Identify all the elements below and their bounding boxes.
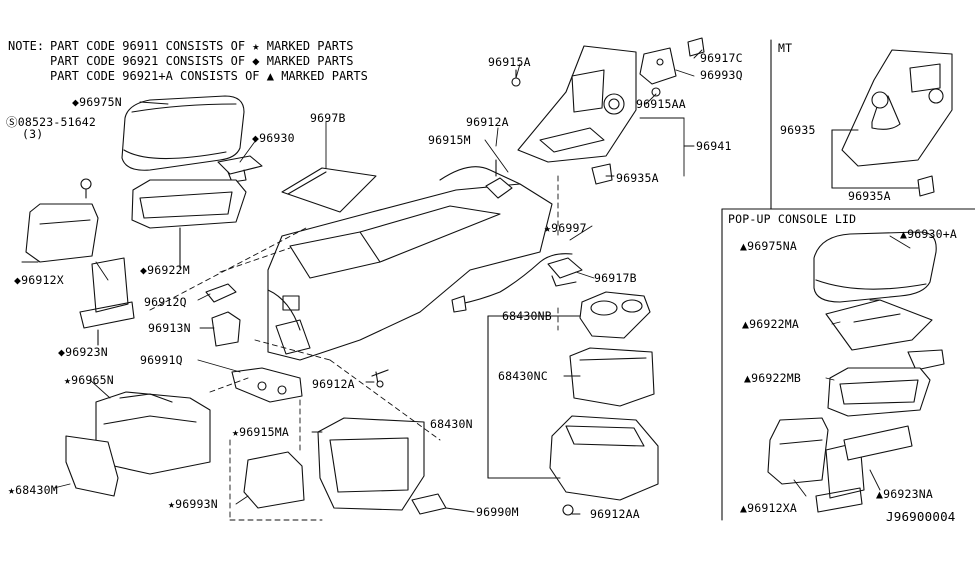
lid-bracket-part xyxy=(21,203,99,263)
side-bracket-part xyxy=(243,451,305,509)
label-96941: 96941 xyxy=(696,139,732,153)
label-96930a: ▲96930+A xyxy=(900,227,957,241)
label-96922m: ◆96922M xyxy=(140,263,190,277)
label-68430n: 68430N xyxy=(430,417,473,431)
label-96935a: 96935A xyxy=(616,171,659,185)
latch-bracket-part xyxy=(79,257,135,346)
wire-harness-part xyxy=(451,253,573,313)
bolt-part xyxy=(371,369,389,388)
label-96913n: 96913N xyxy=(148,321,191,335)
connector-part xyxy=(547,257,583,287)
armrest-lid-part xyxy=(121,95,245,171)
note-line-3: PART CODE 96921+A CONSISTS OF ▲ MARKED P… xyxy=(50,69,368,83)
popup-latch-part xyxy=(815,425,913,513)
label-96930: ◆96930 xyxy=(252,131,295,145)
lid-base-part xyxy=(131,179,247,269)
label-96912aa: 96912AA xyxy=(590,507,640,521)
label-96912x: ◆96912X xyxy=(14,273,64,287)
shifter-panel-part xyxy=(517,45,637,163)
note-line-2: PART CODE 96921 CONSISTS OF ◆ MARKED PAR… xyxy=(50,54,354,68)
label-96991q: 96991Q xyxy=(140,353,183,367)
guide-lines xyxy=(149,175,559,521)
mt-section-header: MT xyxy=(778,41,793,55)
leader-lines xyxy=(53,49,911,515)
label-96912a-top: 96912A xyxy=(466,115,509,129)
label-08523-qty: (3) xyxy=(22,127,44,141)
label-mt-96935a: 96935A xyxy=(848,189,891,203)
lower-box-part xyxy=(317,417,425,511)
mt-callout-bracket xyxy=(831,129,919,189)
label-96915m: 96915M xyxy=(428,133,471,147)
mt-shifter-panel-part xyxy=(841,49,953,197)
screw-part xyxy=(80,178,92,199)
label-96923n: ◆96923N xyxy=(58,345,108,359)
popup-lid-base-part xyxy=(827,367,931,417)
label-9697b: 9697B xyxy=(310,111,346,125)
label-96975n: ◆96975N xyxy=(72,95,122,109)
label-96993n: ★96993N xyxy=(168,497,218,511)
clip-96935a-part xyxy=(591,163,613,185)
label-96997: ★96997 xyxy=(544,221,587,235)
label-96923na: ▲96923NA xyxy=(876,487,933,501)
label-96922ma: ▲96922MA xyxy=(742,317,799,331)
label-96922mb: ▲96922MB xyxy=(744,371,801,385)
hinge-part xyxy=(217,155,263,183)
popup-lid-hinge-part xyxy=(825,299,945,371)
clip-part xyxy=(411,493,475,515)
label-96917c: 96917C xyxy=(700,51,743,65)
main-console-body-part xyxy=(267,159,553,361)
label-96915a: 96915A xyxy=(488,55,531,69)
label-08523-51642: Ⓢ08523-51642 xyxy=(6,115,97,129)
console-box-part xyxy=(549,415,659,516)
label-96990m: 96990M xyxy=(476,505,519,519)
group-bracket xyxy=(487,315,581,479)
diagram-code: J96900004 xyxy=(886,509,956,524)
console-tray-part xyxy=(569,347,655,407)
tray-lid-part xyxy=(65,435,119,497)
popup-lid-top-part xyxy=(813,231,937,303)
label-96917b: 96917B xyxy=(594,271,637,285)
section-frame-lines xyxy=(721,39,975,521)
label-96965n: ★96965N xyxy=(64,373,114,387)
label-96915aa: 96915AA xyxy=(636,97,686,111)
popup-bracket-part xyxy=(767,417,829,485)
label-96975na: ▲96975NA xyxy=(740,239,797,253)
label-96912xa: ▲96912XA xyxy=(740,501,797,515)
popup-section-header: POP-UP CONSOLE LID xyxy=(728,212,857,226)
cup-holder-part xyxy=(579,291,651,339)
console-bracket-part xyxy=(231,367,303,403)
label-96915ma: ★96915MA xyxy=(232,425,289,439)
label-68430m: ★68430M xyxy=(8,483,58,497)
note-line-1: PART CODE 96911 CONSISTS OF ★ MARKED PAR… xyxy=(50,39,354,53)
label-96912a-mid: 96912A xyxy=(312,377,355,391)
console-board-part xyxy=(281,167,377,213)
label-mt-96935: 96935 xyxy=(780,123,816,137)
small-button-part xyxy=(205,283,237,303)
label-96912q: 96912Q xyxy=(144,295,187,309)
note-prefix: NOTE: xyxy=(8,39,45,53)
label-68430nc: 68430NC xyxy=(498,369,548,383)
label-68430nb: 68430NB xyxy=(502,309,552,323)
switch-part xyxy=(211,311,241,347)
label-96993q: 96993Q xyxy=(700,68,743,82)
